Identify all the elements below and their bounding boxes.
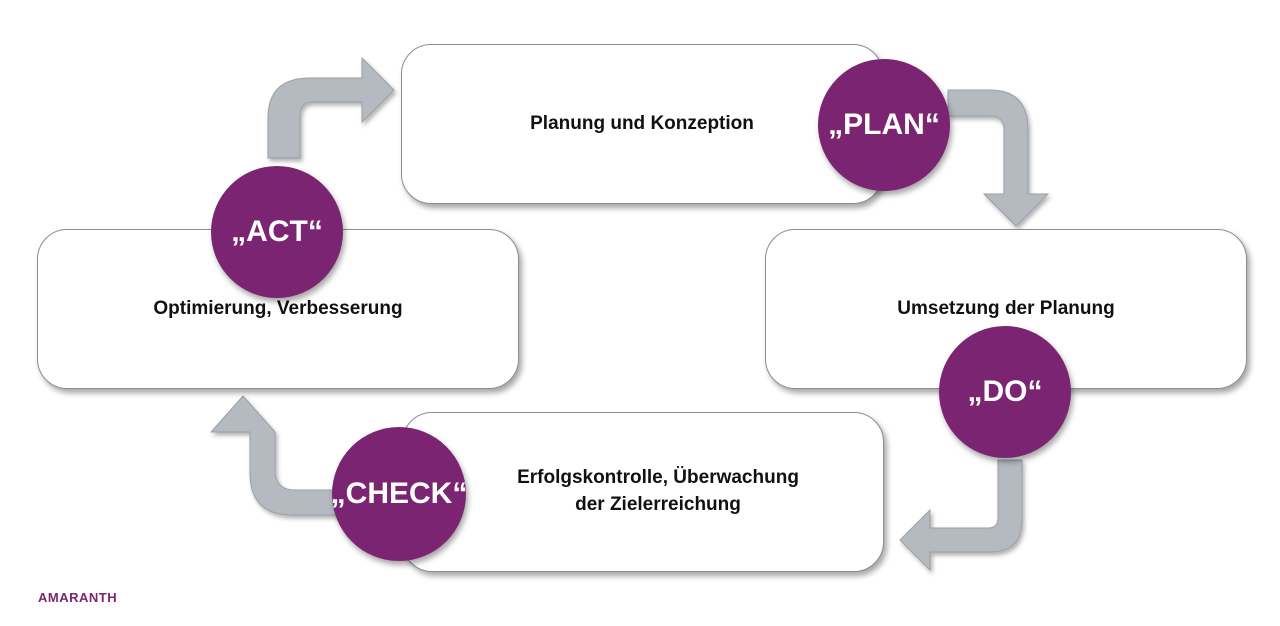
arrow-check-to-act (209, 395, 343, 516)
plan-text: Planung und Konzeption (530, 112, 754, 134)
plan-box: Planung und Konzeption (401, 44, 883, 204)
arrow-plan-to-do (947, 89, 1050, 227)
brand-logo-text: AMARANTH (38, 590, 118, 605)
do-text: Umsetzung der Planung (897, 297, 1115, 319)
arrow-act-to-plan (267, 56, 395, 159)
act-box: Optimierung, Verbesserung (37, 229, 519, 389)
do-badge: „DO“ (939, 326, 1071, 458)
check-box: Erfolgskontrolle, Überwachung der Zieler… (402, 412, 884, 572)
check-text: Erfolgskontrolle, Überwachung der Zieler… (517, 467, 799, 515)
act-badge-label: „ACT“ (231, 215, 323, 248)
do-badge-label: „DO“ (967, 375, 1043, 408)
plan-badge-label: „PLAN“ (828, 108, 940, 141)
act-text: Optimierung, Verbesserung (153, 297, 403, 319)
check-badge: „CHECK“ (330, 427, 468, 561)
plan-badge: „PLAN“ (818, 59, 950, 191)
act-badge: „ACT“ (211, 166, 343, 298)
check-badge-label: „CHECK“ (330, 477, 468, 510)
arrow-do-to-check (899, 459, 1023, 572)
